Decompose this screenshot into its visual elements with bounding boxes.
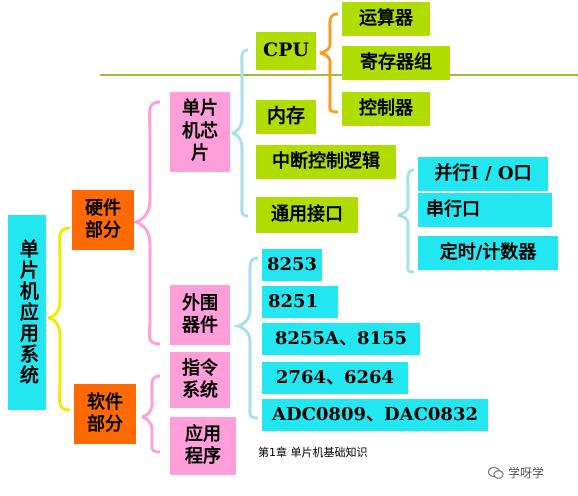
peripheral-node: 外围器件 <box>170 285 230 345</box>
peripheral-8255a-8155: 8255A、8155 <box>262 323 420 355</box>
hardware-node: 硬件部分 <box>72 190 134 250</box>
chip-node: 单片机芯片 <box>170 92 230 172</box>
chapter-caption: 第1章 单片机基础知识 <box>258 446 368 459</box>
cpu-part-registers: 寄存器组 <box>342 46 450 80</box>
program-node: 应用程序 <box>170 417 236 475</box>
peripheral-adc-dac: ADC0809、DAC0832 <box>262 399 488 431</box>
peripheral-8251: 8251 <box>262 286 338 318</box>
cpu-part-alu: 运算器 <box>342 2 430 36</box>
cpu-part-controller: 控制器 <box>342 92 430 126</box>
io-part-parallel: 并行I / O口 <box>418 157 548 191</box>
cpu-node: CPU <box>256 32 316 70</box>
root-node: 单片机应用系统 <box>8 215 46 410</box>
io-node: 通用接口 <box>256 197 358 233</box>
watermark-text: 学呀学 <box>508 466 545 480</box>
io-part-timer: 定时/计数器 <box>418 236 558 270</box>
memory-node: 内存 <box>256 100 316 134</box>
wechat-icon <box>488 466 504 479</box>
watermark: 学呀学 <box>488 464 544 481</box>
io-part-serial: 串行口 <box>418 193 552 227</box>
interrupt-node: 中断控制逻辑 <box>256 145 396 179</box>
peripheral-2764-6264: 2764、6264 <box>262 362 408 394</box>
instruction-node: 指令系统 <box>170 352 230 408</box>
peripheral-8253: 8253 <box>262 249 322 281</box>
software-node: 软件部分 <box>74 384 136 444</box>
